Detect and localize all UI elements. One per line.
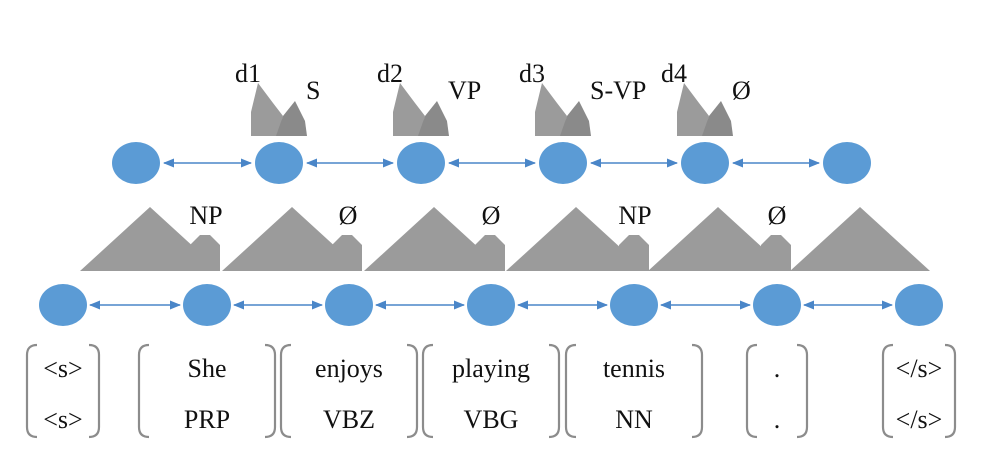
bottom-node bbox=[895, 284, 943, 326]
decision-constituent-label: S-VP bbox=[590, 76, 646, 105]
token-word: She bbox=[188, 354, 227, 383]
token-tag: VBG bbox=[464, 405, 519, 434]
token-group: <s> <s> bbox=[25, 343, 101, 439]
span-triangle bbox=[80, 207, 220, 271]
span-label-shape bbox=[619, 235, 649, 271]
token-tag: VBZ bbox=[323, 405, 375, 434]
right-bracket bbox=[944, 343, 957, 439]
top-node bbox=[255, 142, 303, 184]
span-triangle bbox=[222, 207, 362, 271]
right-bracket bbox=[406, 343, 419, 439]
decision-id-label: d1 bbox=[235, 59, 261, 88]
span-triangle bbox=[790, 207, 930, 271]
left-bracket bbox=[421, 343, 434, 439]
decision-shape-right bbox=[418, 101, 449, 136]
bottom-layer bbox=[39, 284, 943, 326]
decision-shape-left bbox=[535, 83, 567, 136]
token-tag: . bbox=[774, 405, 781, 434]
top-node bbox=[112, 142, 160, 184]
decision-shape-right bbox=[702, 101, 733, 136]
decision-group: d1S bbox=[235, 59, 320, 136]
decision-shape-right bbox=[560, 101, 591, 136]
decision-id-label: d4 bbox=[661, 59, 687, 88]
token-tag: <s> bbox=[43, 405, 82, 434]
left-bracket bbox=[881, 343, 894, 439]
left-bracket bbox=[25, 343, 38, 439]
token-tag: PRP bbox=[184, 405, 230, 434]
left-bracket bbox=[564, 343, 577, 439]
bottom-node bbox=[467, 284, 515, 326]
decision-constituent-label: VP bbox=[448, 76, 481, 105]
span-label: Ø bbox=[482, 201, 501, 230]
top-node bbox=[397, 142, 445, 184]
decision-id-label: d3 bbox=[519, 59, 545, 88]
span-triangle bbox=[364, 207, 504, 271]
span-label-shape bbox=[761, 235, 791, 271]
span-label-shape bbox=[190, 235, 220, 271]
bottom-node bbox=[753, 284, 801, 326]
bottom-node bbox=[39, 284, 87, 326]
token-group: </s> </s> bbox=[881, 343, 957, 439]
token-word: </s> bbox=[896, 354, 943, 383]
top-node bbox=[823, 142, 871, 184]
decision-group: d3S-VP bbox=[519, 59, 646, 136]
span-label: NP bbox=[618, 201, 651, 230]
span-label-shape bbox=[475, 235, 505, 271]
decision-shape-left bbox=[677, 83, 709, 136]
left-bracket bbox=[137, 343, 150, 439]
token-word: tennis bbox=[603, 354, 665, 383]
left-bracket bbox=[745, 343, 758, 439]
top-node bbox=[539, 142, 587, 184]
token-tag: </s> bbox=[896, 405, 943, 434]
token-tag: NN bbox=[615, 405, 653, 434]
right-bracket bbox=[691, 343, 704, 439]
decision-constituent-label: Ø bbox=[732, 76, 751, 105]
token-word: enjoys bbox=[315, 354, 383, 383]
bottom-node bbox=[183, 284, 231, 326]
right-bracket bbox=[548, 343, 561, 439]
decision-shape-left bbox=[251, 83, 283, 136]
token-group: .. bbox=[745, 343, 809, 439]
bottom-node bbox=[325, 284, 373, 326]
span-label: Ø bbox=[768, 201, 787, 230]
decision-group: d4Ø bbox=[661, 59, 751, 136]
right-bracket bbox=[796, 343, 809, 439]
span-label-shape bbox=[332, 235, 362, 271]
bottom-node bbox=[610, 284, 658, 326]
span-label: NP bbox=[189, 201, 222, 230]
span-triangle bbox=[506, 207, 646, 271]
token-layer: <s><s>ShePRPenjoysVBZplayingVBGtennisNN.… bbox=[25, 343, 957, 439]
decision-id-label: d2 bbox=[377, 59, 403, 88]
decision-constituent-label: S bbox=[306, 76, 320, 105]
left-bracket bbox=[279, 343, 292, 439]
right-bracket bbox=[88, 343, 101, 439]
right-bracket bbox=[264, 343, 277, 439]
span-label: Ø bbox=[339, 201, 358, 230]
span-triangle bbox=[648, 207, 788, 271]
token-word: <s> bbox=[43, 354, 82, 383]
top-node bbox=[681, 142, 729, 184]
decision-shape-right bbox=[276, 101, 307, 136]
token-word: . bbox=[774, 354, 781, 383]
middle-layer: NP Ø Ø NP Ø bbox=[80, 201, 930, 271]
decision-shape-left bbox=[393, 83, 425, 136]
token-word: playing bbox=[452, 354, 530, 383]
